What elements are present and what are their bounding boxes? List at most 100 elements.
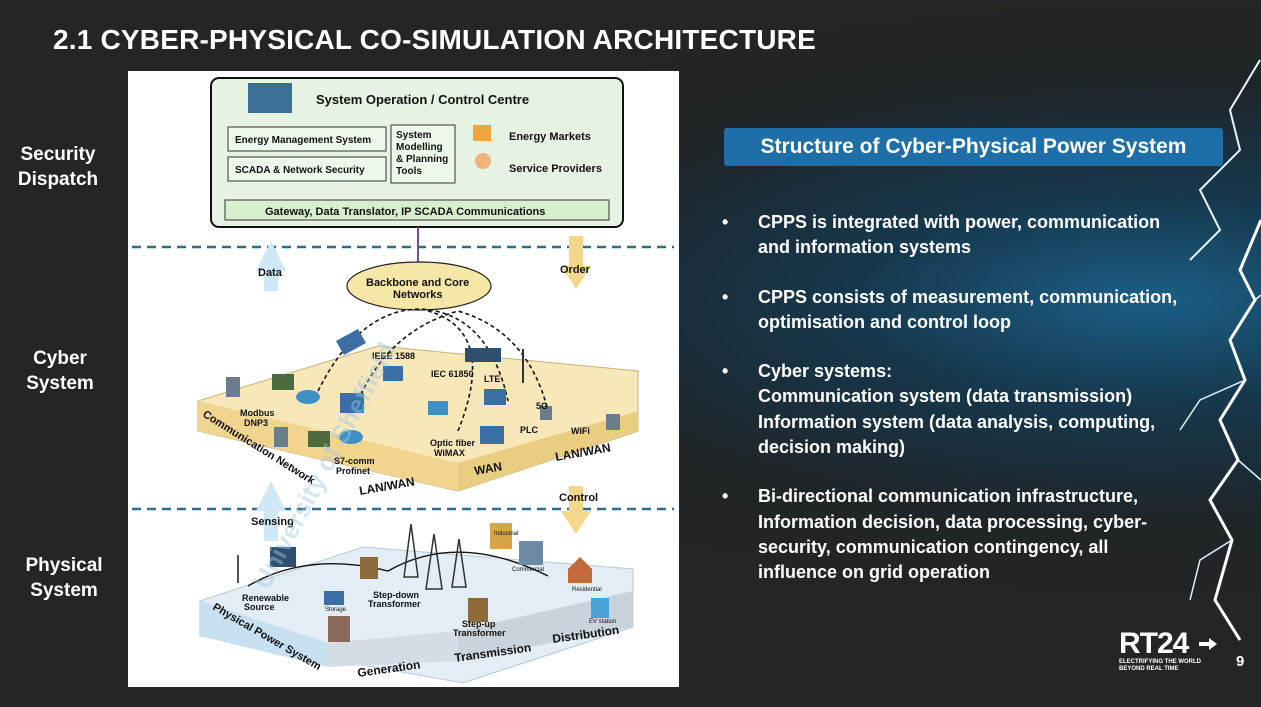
device-icon [383, 366, 403, 381]
device-icon [484, 389, 506, 405]
scada-label: SCADA & Network Security [235, 165, 365, 176]
bullet-line: Communication system (data transmission) [758, 386, 1133, 407]
device-icon [308, 431, 330, 447]
modelling-line2: Modelling [396, 142, 443, 153]
residential-icon [568, 557, 592, 583]
markets-icon [473, 125, 491, 141]
bullet-line: Cyber systems: [758, 361, 893, 382]
bullet-line: influence on grid operation [758, 562, 991, 583]
device-icon [274, 427, 288, 447]
distribution-front [458, 591, 633, 661]
bullet-item: • CPPS is integrated with power, communi… [722, 210, 1242, 261]
device-icon [272, 374, 294, 390]
ems-label: Energy Management System [235, 135, 371, 146]
backbone-line1: Backbone and Core [366, 277, 469, 289]
device-icon [606, 414, 620, 430]
bullet-line: security, communication contingency, all [758, 536, 1109, 557]
order-label: Order [560, 264, 591, 276]
transmission-front [328, 631, 458, 667]
s7-line1: S7-comm [334, 456, 375, 466]
data-up-arrow [256, 241, 286, 291]
security-label-line1: Security [20, 144, 96, 165]
router-icon [296, 390, 320, 404]
network-link-2 [357, 310, 549, 412]
bullet-item: • Cyber systems: Communication system (d… [722, 359, 1242, 460]
storage-label: Storage [325, 607, 347, 613]
modbus-line1: Modbus [240, 408, 275, 418]
bullet-line: Information system (data analysis, compu… [758, 411, 1156, 432]
cyber-system-label: Cyber System [0, 346, 124, 396]
iec-label: IEC 61850 [431, 369, 474, 379]
logo-arrow-icon [1199, 638, 1217, 650]
sensing-up-arrow [256, 481, 286, 541]
switch-icon [340, 393, 364, 413]
bullet-item: • Bi-directional communication infrastru… [722, 484, 1242, 585]
renewable-line2: Source [244, 602, 275, 612]
plc-label: PLC [520, 425, 539, 435]
control-room-image [248, 83, 292, 113]
tower-icon [403, 523, 419, 578]
architecture-diagram: System Operation / Control Centre Energy… [132, 77, 674, 684]
industrial-icon [490, 523, 512, 549]
tower-icon [451, 538, 467, 588]
renewable-line1: Renewable [242, 593, 289, 603]
wan-label: WAN [473, 459, 503, 478]
backbone-cloud [346, 261, 492, 311]
industrial-label: Industrial [494, 531, 518, 537]
ems-box [227, 126, 387, 152]
power-plant-icon [328, 616, 350, 642]
slide-title: 2.1 CYBER-PHYSICAL CO-SIMULATION ARCHITE… [53, 24, 816, 55]
modelling-line4: Tools [396, 166, 422, 177]
sensing-label: Sensing [251, 516, 294, 528]
optic-line2: WiMAX [434, 448, 465, 458]
power-line [247, 551, 549, 587]
stepup-line1: Step-up [462, 619, 496, 629]
rt24-logo: RT24 ELECTRIFYING THE WORLD BEYOND REAL … [1119, 629, 1217, 679]
device-icon [226, 377, 240, 397]
ev-label: EV station [589, 619, 616, 625]
cyber-label-line2: System [26, 373, 94, 394]
ieee-label: IEEE 1588 [372, 351, 415, 361]
lte-label: LTE [484, 374, 500, 384]
satellite-icon [336, 329, 366, 355]
service-providers-label: Service Providers [509, 163, 602, 175]
solar-panel-icon [270, 547, 296, 567]
structure-banner: Structure of Cyber-Physical Power System [724, 128, 1223, 166]
generation-front [200, 601, 328, 667]
logo-tagline-1: ELECTRIFYING THE WORLD [1119, 659, 1201, 665]
device-icon [480, 426, 504, 444]
physical-system-label: Physical System [0, 553, 128, 603]
scada-box [227, 156, 387, 182]
tower-icon [425, 533, 443, 590]
control-down-arrow [561, 486, 591, 534]
modelling-line1: System [396, 130, 432, 141]
router-icon [339, 430, 363, 444]
cyber-label-line1: Cyber [33, 348, 87, 369]
s7-line2: Profinet [336, 466, 370, 476]
architecture-figure: System Operation / Control Centre Energy… [128, 71, 679, 687]
backbone-line2: Networks [393, 289, 443, 301]
data-label: Data [258, 267, 283, 279]
bullet-line: CPPS consists of measurement, communicat… [758, 286, 1178, 307]
5g-label: 5G [536, 401, 548, 411]
gateway-box [224, 199, 610, 221]
physical-label-line1: Physical [25, 555, 103, 576]
commercial-label: Commercial [512, 567, 544, 573]
physical-label-line2: System [30, 580, 98, 601]
security-dispatch-label: Security Dispatch [0, 142, 122, 192]
stepup-line2: Transformer [453, 628, 506, 638]
network-link-3 [427, 310, 474, 432]
bullet-line: CPPS is integrated with power, communica… [758, 212, 1161, 232]
control-label: Control [559, 492, 598, 504]
bullet-line: optimisation and control loop [758, 311, 1011, 332]
gateway-label: Gateway, Data Translator, IP SCADA Commu… [265, 206, 545, 218]
device-icon [540, 406, 552, 420]
bullet-dot: • [722, 286, 729, 307]
provider-icon [475, 153, 491, 169]
security-label-line2: Dispatch [17, 169, 99, 190]
rtu-icon [465, 348, 501, 362]
order-down-arrow [561, 236, 591, 289]
transformer-icon [360, 557, 378, 579]
stepdown-line2: Transformer [368, 599, 421, 609]
transformer-icon [468, 598, 488, 622]
